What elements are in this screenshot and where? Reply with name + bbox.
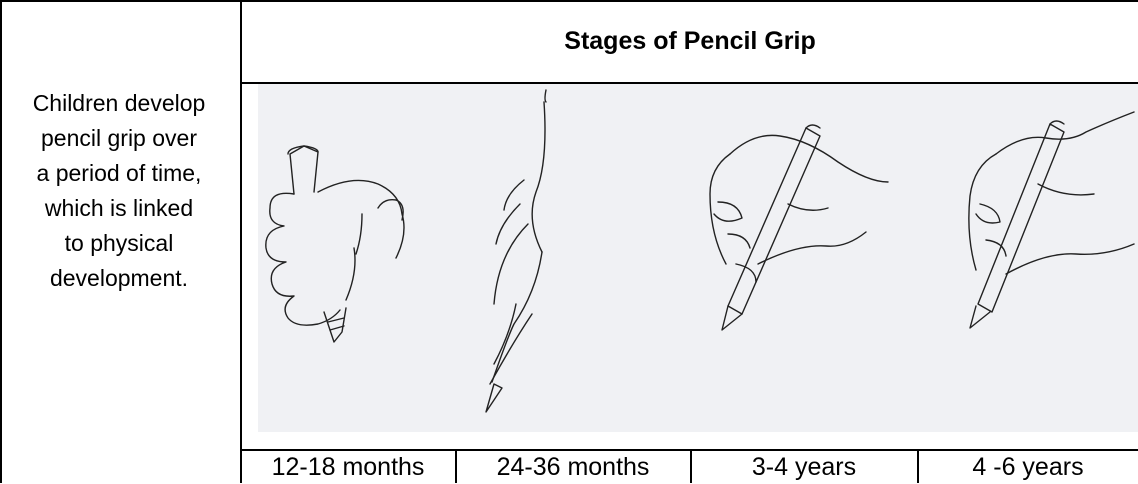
dynamic-tripod-hand-icon — [969, 112, 1134, 328]
fist-grip-hand-icon — [266, 146, 404, 342]
description-text: Children develop pencil grip over a peri… — [4, 86, 234, 296]
age-label-24-36-months: 24-36 months — [456, 450, 690, 483]
description-line: to physical — [4, 226, 234, 261]
age-label-12-18-months: 12-18 months — [241, 450, 455, 483]
static-tripod-hand-icon — [710, 125, 888, 330]
palmar-grip-hand-icon — [486, 90, 546, 412]
description-line: a period of time, — [4, 156, 234, 191]
age-label-4-6-years: 4 -6 years — [918, 450, 1138, 483]
description-line: Children develop — [4, 86, 234, 121]
table-title: Stages of Pencil Grip — [242, 0, 1138, 82]
age-label-3-4-years: 3-4 years — [691, 450, 917, 483]
description-line: which is linked — [4, 191, 234, 226]
pencil-grip-illustration — [258, 84, 1138, 432]
description-line: pencil grip over — [4, 121, 234, 156]
description-line: development. — [4, 261, 234, 296]
table-border-left — [0, 0, 2, 483]
